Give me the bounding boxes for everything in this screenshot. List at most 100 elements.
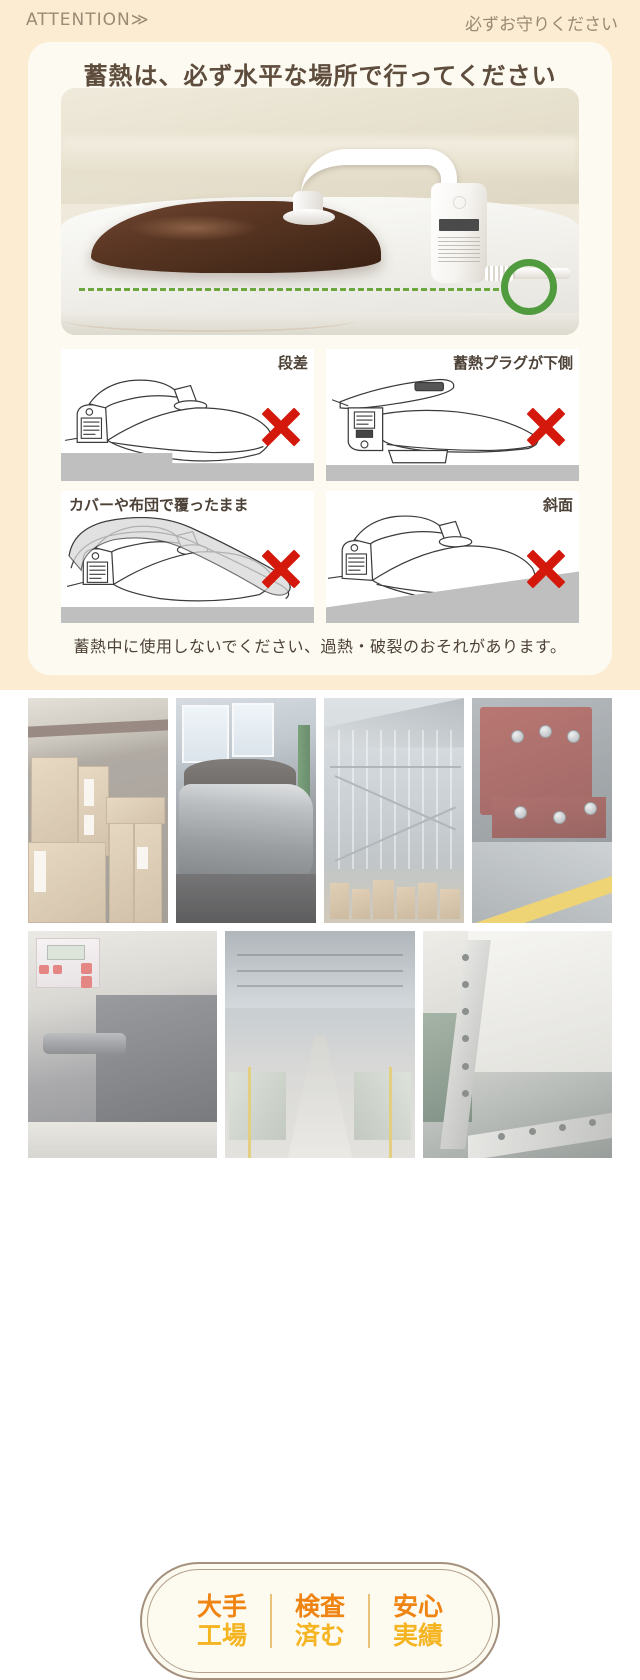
roof-truss	[236, 953, 404, 956]
panel-label: 蓄熱プラグが下側	[452, 354, 573, 372]
carton	[373, 880, 394, 919]
ceiling	[225, 931, 415, 1009]
bolt	[567, 729, 581, 743]
charger-label-text-lines	[438, 237, 480, 263]
bolt	[553, 810, 567, 824]
control-button	[52, 965, 63, 975]
attention-header-left-label: ATTENTION≫	[26, 10, 150, 30]
red-x-icon	[523, 404, 569, 450]
carton	[329, 882, 350, 919]
rail-hole	[462, 1008, 470, 1016]
plug-collar	[283, 209, 335, 225]
wall-rib	[338, 729, 340, 869]
horizontal-brace	[329, 765, 462, 768]
bad-example-grid: 段差	[61, 349, 579, 623]
bad-example-panel-step: 段差	[61, 349, 314, 481]
bad-example-panel-slope: 斜面	[326, 491, 579, 623]
wall-rib	[366, 729, 368, 869]
carton	[417, 882, 438, 919]
attention-header-right-label: 必ずお守りください	[465, 15, 618, 35]
trust-badge: 大手 工場 検査 済む 安心 実績	[140, 1562, 500, 1680]
wall-rib	[394, 729, 396, 869]
rail-hole	[462, 1035, 470, 1043]
photo-wash-overlay	[28, 931, 218, 1158]
box	[106, 797, 166, 824]
badge-line2: 済む	[294, 1621, 345, 1650]
photo-warehouse-aisle	[225, 931, 415, 1158]
machine-roller	[43, 1033, 127, 1054]
control-button	[81, 976, 93, 988]
window	[232, 702, 274, 757]
carton	[396, 887, 415, 919]
red-x-icon	[258, 546, 304, 592]
photo-wash-overlay	[28, 698, 168, 923]
panel-label: 斜面	[542, 496, 573, 514]
photo-cardboard-boxes-warehouse	[28, 698, 168, 923]
badge-items: 大手 工場 検査 済む 安心 実績	[174, 1592, 466, 1651]
collage-row-bottom	[28, 931, 612, 1158]
panel-label: 段差	[277, 354, 308, 372]
rail-hole	[462, 1089, 470, 1097]
badge-line1: 検査	[294, 1591, 345, 1621]
level-dashed-line-icon	[79, 288, 499, 291]
goods-stack-left	[229, 1071, 286, 1140]
wall-rib	[436, 729, 438, 869]
bad-example-panel-plug-down: 蓄熱プラグが下側	[326, 349, 579, 481]
charger-dial-icon	[453, 196, 466, 209]
photo-wash-overlay	[472, 698, 612, 923]
illustration-plug-down-lineart	[331, 378, 539, 464]
wall-rib	[422, 729, 424, 869]
bolt	[511, 729, 525, 743]
box-label	[84, 779, 94, 806]
wall-rib	[380, 729, 382, 869]
attention-header: ATTENTION≫ 必ずお守りください	[0, 8, 640, 38]
photo-gray-rolled-material	[176, 698, 316, 923]
ground-flat	[326, 465, 579, 481]
control-button	[81, 962, 93, 975]
bolt	[539, 725, 553, 738]
rail-hole	[498, 1132, 506, 1140]
rail-hole	[558, 1123, 566, 1131]
charger-warning-label	[439, 219, 479, 231]
wall-rib	[352, 729, 354, 869]
carton	[440, 889, 460, 919]
wall-rib	[408, 729, 410, 869]
bad-example-panel-covered: カバーや布団で覆ったまま	[61, 491, 314, 623]
badge-item-major-factory: 大手 工場	[174, 1592, 270, 1651]
yellow-aisle-line	[248, 1067, 252, 1158]
carton	[352, 889, 371, 919]
rolled-material	[178, 783, 314, 885]
machine-dark-body	[96, 994, 218, 1131]
rail-hole	[528, 1128, 536, 1136]
ok-circle-icon	[501, 259, 557, 315]
badge-line1: 安心	[392, 1591, 443, 1621]
yellow-aisle-line	[388, 1067, 392, 1158]
attention-section: ATTENTION≫ 必ずお守りください 蓄熱は、必ず水平な場所で行ってください	[0, 0, 640, 690]
rail-hole	[462, 980, 470, 988]
bag-seam	[63, 320, 355, 332]
panel-label: カバーや布団で覆ったまま	[69, 496, 249, 514]
factory-photo-collage: 大手 工場 検査 済む 安心 実績	[0, 690, 640, 1680]
photo-red-machinery-bolts	[472, 698, 612, 923]
roof-truss	[236, 969, 404, 972]
foreground-dark-surface	[176, 873, 316, 923]
rail-hole	[462, 953, 470, 961]
collage-row-top	[28, 698, 612, 923]
control-screen	[46, 944, 85, 961]
box-label	[84, 815, 94, 836]
illustration-slope-lineart	[327, 515, 536, 602]
photo-wash-overlay	[176, 698, 316, 923]
red-x-icon	[258, 404, 304, 450]
photo-wash-overlay	[324, 698, 464, 923]
photo-wash-overlay	[422, 931, 612, 1158]
badge-item-inspected: 検査 済む	[272, 1592, 368, 1651]
wall-rib	[450, 729, 452, 869]
goods-stack-right	[354, 1071, 411, 1140]
window	[181, 704, 230, 764]
ground-flat	[61, 607, 314, 623]
rail-hole	[462, 1062, 470, 1070]
badge-line2: 実績	[392, 1621, 443, 1650]
red-x-icon	[523, 546, 569, 592]
card-warning-note: 蓄熱中に使用しないでください、過熱・破裂のおそれがあります。	[73, 637, 567, 656]
photo-warehouse-interior-boxes	[324, 698, 464, 923]
